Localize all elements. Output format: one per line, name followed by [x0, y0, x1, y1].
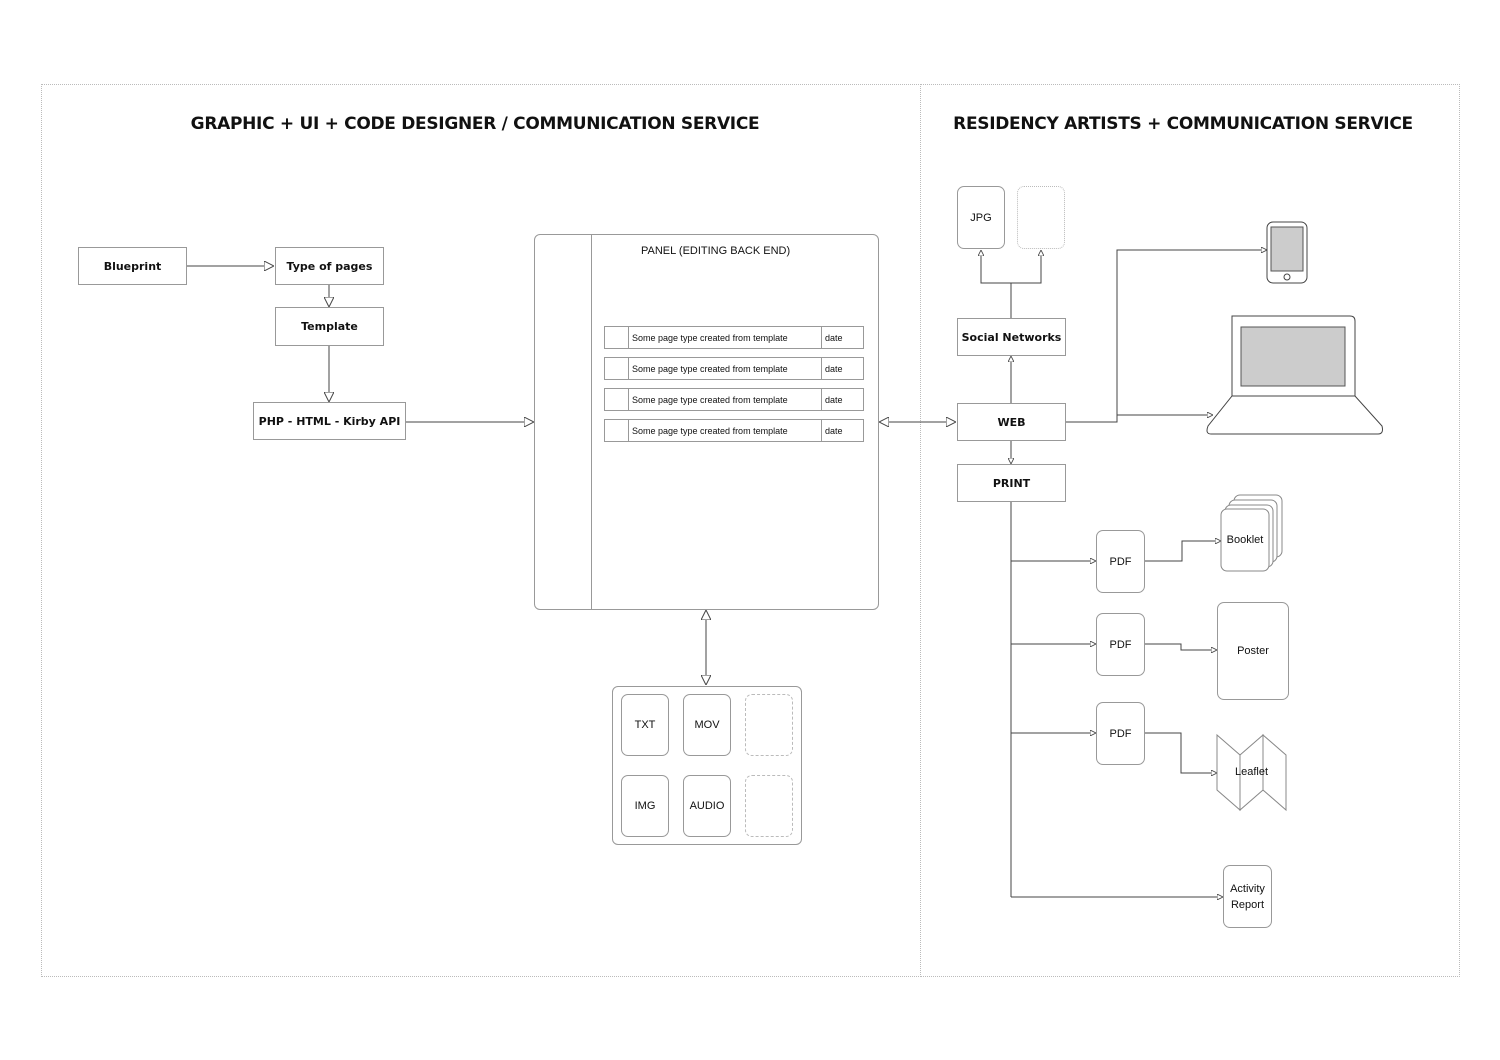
media-audio: AUDIO: [683, 775, 731, 837]
pdf3-to-leaflet: [1145, 732, 1217, 773]
pdf-box-poster: PDF: [1096, 613, 1145, 676]
left-section-title: GRAPHIC + UI + CODE DESIGNER / COMMUNICA…: [190, 114, 760, 134]
activity-report-box: Activity Report: [1223, 865, 1272, 928]
poster-box: Poster: [1217, 602, 1289, 700]
row-date: date: [825, 425, 843, 436]
row-date: date: [825, 394, 843, 405]
web-box: WEB: [957, 403, 1066, 441]
row-checkbox[interactable]: [605, 358, 629, 379]
panel-row[interactable]: Some page type created from template dat…: [604, 388, 864, 411]
row-label: Some page type created from template: [629, 420, 822, 441]
media-empty-slot: [745, 694, 793, 756]
pdf2-to-poster: [1145, 643, 1217, 650]
row-label: Some page type created from template: [629, 358, 822, 379]
social-networks-box: Social Networks: [957, 318, 1066, 356]
row-label: Some page type created from template: [629, 389, 822, 410]
leaflet-icon: [1216, 733, 1287, 812]
social-branch-2: [1011, 250, 1041, 284]
activity-report-line1: Activity: [1230, 882, 1265, 895]
booklet-label: Booklet: [1226, 534, 1264, 546]
print-box: PRINT: [957, 464, 1066, 502]
row-date: date: [825, 363, 843, 374]
template-box: Template: [275, 307, 384, 346]
panel-row[interactable]: Some page type created from template dat…: [604, 326, 864, 349]
web-to-devices: [1066, 250, 1267, 423]
media-img: IMG: [621, 775, 669, 837]
jpg-box: JPG: [957, 186, 1005, 249]
media-txt: TXT: [621, 694, 669, 756]
php-html-kirby-box: PHP - HTML - Kirby API: [253, 402, 406, 440]
row-date: date: [825, 332, 843, 343]
panel-editing-back-end: PANEL (EDITING BACK END) Some page type …: [534, 234, 879, 610]
type-of-pages-box: Type of pages: [275, 247, 384, 285]
pdf-box-leaflet: PDF: [1096, 702, 1145, 765]
row-checkbox[interactable]: [605, 389, 629, 410]
media-mov: MOV: [683, 694, 731, 756]
panel-sidebar: [535, 235, 592, 609]
social-branch: [981, 250, 1012, 318]
activity-report-line2: Report: [1230, 898, 1265, 911]
row-label: Some page type created from template: [629, 327, 822, 348]
booklet-icon: [1220, 494, 1283, 572]
leaflet-label: Leaflet: [1234, 766, 1269, 778]
empty-output-box: [1017, 186, 1065, 249]
panel-row[interactable]: Some page type created from template dat…: [604, 419, 864, 442]
laptop-icon: [1206, 315, 1383, 435]
blueprint-box: Blueprint: [78, 247, 187, 285]
row-checkbox[interactable]: [605, 420, 629, 441]
right-section-frame: [920, 84, 1460, 977]
row-checkbox[interactable]: [605, 327, 629, 348]
panel-title: PANEL (EDITING BACK END): [641, 245, 791, 257]
right-section-title: RESIDENCY ARTISTS + COMMUNICATION SERVIC…: [953, 114, 1413, 134]
media-empty-slot: [745, 775, 793, 837]
pdf1-to-booklet: [1145, 541, 1221, 562]
pdf-box-booklet: PDF: [1096, 530, 1145, 593]
smartphone-icon: [1266, 221, 1308, 284]
panel-row[interactable]: Some page type created from template dat…: [604, 357, 864, 380]
